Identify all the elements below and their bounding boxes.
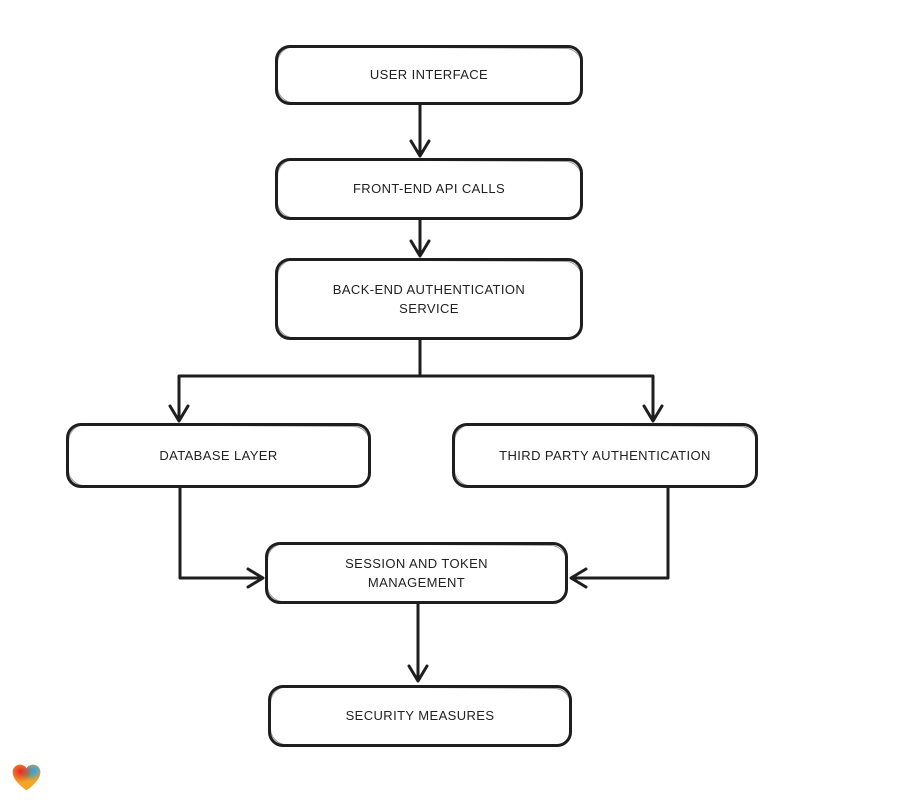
edge-front-end-api-calls-to-back-end-authentication-service xyxy=(409,216,431,258)
node-label: SESSION AND TOKEN MANAGEMENT xyxy=(345,555,488,591)
edge-database-layer-to-session-and-token-management xyxy=(178,484,265,589)
node-user-interface: USER INTERFACE xyxy=(275,45,583,105)
node-third-party-authentication: THIRD PARTY AUTHENTICATION xyxy=(452,423,758,488)
node-session-and-token-management: SESSION AND TOKEN MANAGEMENT xyxy=(265,542,568,604)
node-label: THIRD PARTY AUTHENTICATION xyxy=(499,447,711,463)
edge-third-party-authentication-to-session-and-token-management xyxy=(569,484,670,589)
node-database-layer: DATABASE LAYER xyxy=(66,423,371,488)
edge-back-end-authentication-service-branch xyxy=(168,336,664,423)
edge-session-and-token-management-to-security-measures xyxy=(407,600,429,683)
node-label: FRONT-END API CALLS xyxy=(352,181,506,197)
node-back-end-authentication-service: BACK-END AUTHENTICATION SERVICE xyxy=(275,258,583,340)
node-front-end-api-calls: FRONT-END API CALLS xyxy=(275,158,583,220)
node-label: BACK-END AUTHENTICATION SERVICE xyxy=(332,281,526,317)
node-security-measures: SECURITY MEASURES xyxy=(268,685,572,747)
edge-user-interface-to-front-end-api-calls xyxy=(409,101,431,158)
node-label: DATABASE LAYER xyxy=(159,447,278,463)
gradient-heart-logo-icon xyxy=(12,764,41,791)
node-label: USER INTERFACE xyxy=(369,67,489,83)
node-label: SECURITY MEASURES xyxy=(345,708,495,724)
